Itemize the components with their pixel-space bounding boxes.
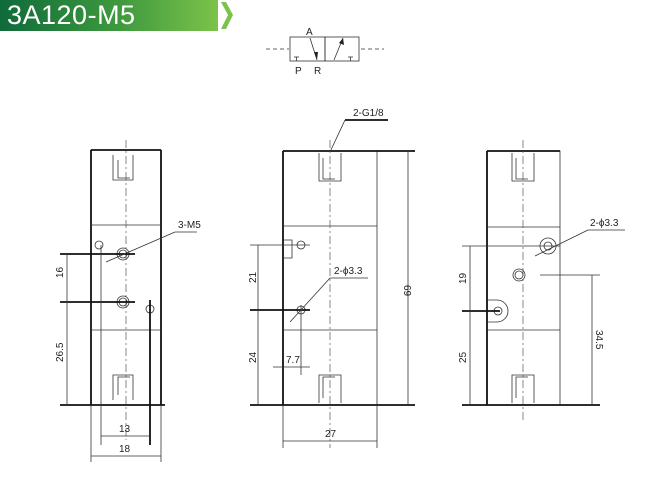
port-p-label: P (295, 66, 302, 77)
front-view: 3-M5 16 26.5 13 18 (55, 140, 201, 462)
front-dim-hole-spacing: 16 (55, 266, 66, 278)
rear-dim-right: 34.5 (593, 330, 604, 350)
side-view: 2-G1/8 2-ϕ3.3 69 21 24 7.7 27 (248, 108, 415, 448)
rear-view: 2-ϕ3.3 19 25 34.5 (458, 140, 625, 420)
side-dim-lower: 24 (248, 351, 259, 363)
side-port-callout: 2-G1/8 (353, 108, 384, 119)
rear-mount-callout: 2-ϕ3.3 (590, 218, 619, 229)
port-a-label: A (306, 27, 313, 38)
rear-dim-lower: 25 (458, 351, 469, 363)
side-dim-width: 27 (325, 429, 337, 440)
front-dim-lower: 26.5 (55, 342, 66, 362)
side-dim-offset: 7.7 (286, 355, 300, 366)
title-banner: 3A120-M5 (0, 0, 218, 31)
front-dim-hole-width: 13 (119, 424, 131, 435)
front-dim-width: 18 (119, 444, 131, 455)
valve-symbol: A P R (266, 27, 384, 77)
port-r-label: R (314, 66, 321, 77)
side-dim-upper: 21 (248, 271, 259, 283)
front-thread-callout: 3-M5 (178, 220, 201, 231)
rear-dim-upper: 19 (458, 272, 469, 284)
side-dim-height: 69 (401, 285, 412, 297)
side-mount-callout: 2-ϕ3.3 (334, 266, 363, 277)
product-title: 3A120-M5 (7, 0, 136, 30)
chevron-icon (218, 0, 235, 31)
